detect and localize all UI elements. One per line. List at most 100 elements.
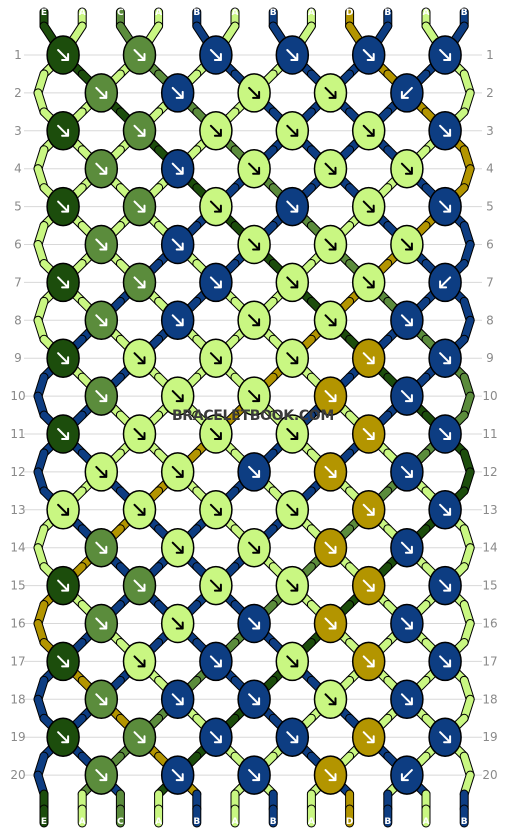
knot-arrow-icon bbox=[248, 390, 261, 403]
knot-arrow-icon bbox=[324, 314, 337, 327]
strand-label-top: B bbox=[193, 8, 200, 18]
row-number-right: 6 bbox=[486, 238, 494, 252]
knot-arrow-icon bbox=[362, 731, 375, 744]
row-number-right: 13 bbox=[482, 503, 497, 517]
knot-arrow-icon bbox=[95, 390, 108, 403]
knot-arrow-icon bbox=[439, 428, 452, 440]
row-number-right: 16 bbox=[482, 617, 497, 631]
knot-arrow-icon bbox=[362, 503, 375, 516]
knot-arrow-icon bbox=[57, 276, 70, 289]
knot-arrow-icon bbox=[95, 162, 108, 175]
knot-arrow-icon bbox=[209, 655, 222, 668]
strand-label-bottom: B bbox=[384, 817, 391, 827]
strand-label-top: B bbox=[461, 8, 468, 18]
knot-arrow-icon bbox=[248, 541, 261, 554]
knot-arrow-icon bbox=[57, 49, 70, 61]
knot-arrow-icon bbox=[133, 352, 146, 365]
knot-arrow-icon bbox=[400, 162, 413, 175]
knot-arrow-icon bbox=[400, 390, 413, 403]
knot-arrow-icon bbox=[400, 238, 413, 251]
row-number-left: 4 bbox=[14, 162, 22, 176]
knot-arrow-icon bbox=[95, 314, 108, 327]
strand-label-bottom: A bbox=[232, 817, 239, 827]
row-number-left: 18 bbox=[10, 692, 25, 706]
row-number-right: 3 bbox=[486, 124, 494, 138]
row-number-left: 10 bbox=[10, 389, 25, 403]
row-number-right: 1 bbox=[486, 48, 494, 62]
row-number-right: 20 bbox=[482, 768, 497, 782]
knot-arrow-icon bbox=[439, 655, 452, 668]
strand-label-bottom: A bbox=[308, 817, 315, 827]
row-number-left: 2 bbox=[14, 86, 22, 100]
knot-arrow-icon bbox=[209, 49, 222, 61]
knot-arrow-icon bbox=[209, 276, 222, 289]
strand-label-top: A bbox=[79, 8, 86, 18]
knot-arrow-icon bbox=[133, 655, 146, 668]
knot-arrow-icon bbox=[286, 579, 299, 592]
strand-label-top: A bbox=[155, 8, 162, 18]
strand-label-top: C bbox=[117, 8, 124, 18]
knot-arrow-icon bbox=[248, 86, 261, 99]
watermark-text: BRACELETBOOK.COM bbox=[172, 408, 334, 424]
knot-arrow-icon bbox=[324, 238, 337, 251]
knot-arrow-icon bbox=[324, 617, 337, 630]
knot-arrow-icon bbox=[439, 731, 452, 744]
knot-arrow-icon bbox=[95, 541, 108, 554]
row-number-right: 12 bbox=[482, 465, 497, 479]
strand-label-bottom: A bbox=[79, 817, 86, 827]
knot-arrow-icon bbox=[171, 390, 184, 403]
knot-arrow-icon bbox=[248, 238, 261, 251]
knot-arrow-icon bbox=[133, 200, 146, 213]
knot-arrow-icon bbox=[57, 503, 70, 516]
knot-arrow-icon bbox=[286, 352, 299, 365]
knot-arrow-icon bbox=[439, 276, 452, 289]
knot-arrow-icon bbox=[133, 428, 146, 440]
knot-arrow-icon bbox=[439, 503, 452, 516]
knot-arrow-icon bbox=[209, 428, 222, 440]
knot-arrow-icon bbox=[286, 49, 299, 61]
knot-arrow-icon bbox=[286, 731, 299, 744]
knot-arrow-icon bbox=[171, 86, 184, 99]
strand-label-bottom: C bbox=[117, 817, 124, 827]
knot-arrow-icon bbox=[362, 276, 375, 289]
row-number-left: 5 bbox=[14, 200, 22, 214]
strand-label-top: D bbox=[346, 8, 353, 18]
row-number-right: 5 bbox=[486, 200, 494, 214]
knot-arrow-icon bbox=[286, 124, 299, 137]
knot-arrow-icon bbox=[171, 465, 184, 478]
knot-arrow-icon bbox=[286, 503, 299, 516]
knot-arrow-icon bbox=[95, 238, 108, 251]
knot-arrow-icon bbox=[133, 579, 146, 592]
knot-arrow-icon bbox=[171, 541, 184, 554]
knot-arrow-icon bbox=[209, 124, 222, 137]
knot-arrow-icon bbox=[209, 579, 222, 592]
strand-label-top: A bbox=[308, 8, 315, 18]
knot-arrow-icon bbox=[362, 124, 375, 137]
row-number-left: 6 bbox=[14, 238, 22, 252]
knot-arrow-icon bbox=[57, 428, 70, 440]
knot-arrow-icon bbox=[324, 390, 337, 403]
row-number-right: 9 bbox=[486, 351, 494, 365]
strand-label-bottom: A bbox=[423, 817, 430, 827]
knot-arrow-icon bbox=[133, 49, 146, 61]
strand-label-top: B bbox=[384, 8, 391, 18]
row-number-left: 7 bbox=[14, 275, 22, 289]
knot-arrow-icon bbox=[362, 655, 375, 668]
knot-arrow-icon bbox=[439, 124, 452, 137]
knot-arrow-icon bbox=[57, 579, 70, 592]
strand-label-top: A bbox=[423, 8, 430, 18]
knot-arrow-icon bbox=[95, 693, 108, 706]
knot-arrow-icon bbox=[286, 200, 299, 213]
knot-arrow-icon bbox=[324, 541, 337, 554]
knot-arrow-icon bbox=[171, 693, 184, 706]
row-number-right: 10 bbox=[482, 389, 497, 403]
knot-arrow-icon bbox=[171, 238, 184, 251]
knot-arrow-icon bbox=[248, 693, 261, 706]
knot-arrow-icon bbox=[57, 655, 70, 668]
knot-arrow-icon bbox=[400, 769, 413, 782]
knot-grid bbox=[46, 35, 462, 795]
knot-arrow-icon bbox=[286, 428, 299, 440]
